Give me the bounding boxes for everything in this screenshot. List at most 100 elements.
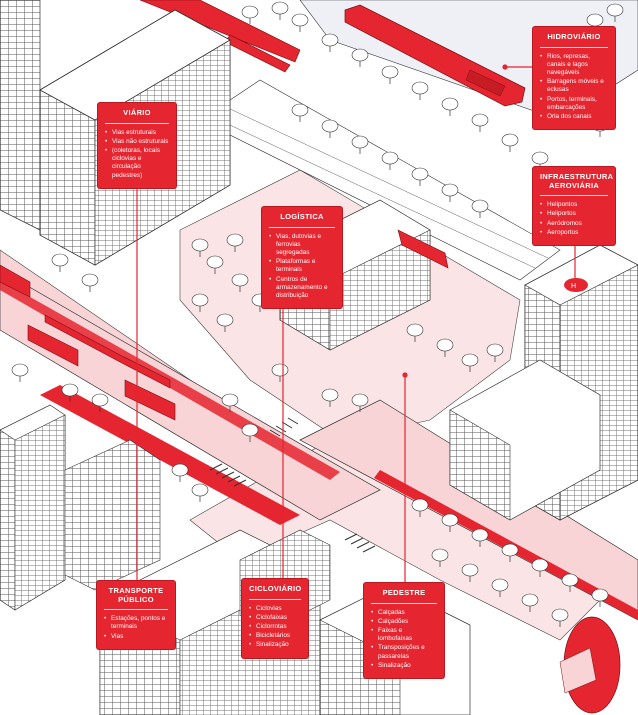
list-item: Portos, terminais, embarcações xyxy=(540,96,608,112)
card-list: Calçadas Calçadões Faixas e lombofaixas … xyxy=(371,609,437,671)
tree xyxy=(321,119,339,133)
tree xyxy=(241,5,259,19)
card-cicloviario: CICLOVIÁRIO Ciclovias Ciclofaixas Ciclor… xyxy=(242,579,308,658)
card-logistica: LOGÍSTICA Vias, dutovias e ferrovias seg… xyxy=(262,207,342,309)
list-item: Sinalização xyxy=(249,641,301,649)
tree xyxy=(351,135,369,149)
list-item: Calçadas xyxy=(371,609,437,617)
tree xyxy=(241,423,259,437)
list-item: Ciclovias xyxy=(249,605,301,613)
list-item: Sinalização xyxy=(371,662,437,670)
tree xyxy=(221,393,239,407)
tree xyxy=(91,393,109,407)
card-list: Estações, pontos e terminais Vias xyxy=(104,615,168,641)
building-right-low xyxy=(449,359,601,521)
building-right xyxy=(524,244,638,521)
card-list: Ciclovias Ciclofaixas Ciclorrotas Bicicl… xyxy=(249,605,301,650)
tree xyxy=(471,113,489,127)
card-list: Vias estruturais Vias não estruturais (c… xyxy=(105,129,169,180)
list-item: Transposições e passarelas xyxy=(371,644,437,660)
card-title: VIÁRIO xyxy=(105,108,169,124)
list-item: Vias, dutovias e ferrovias segregadas xyxy=(269,233,335,258)
card-pedestre: PEDESTRE Calçadas Calçadões Faixas e lom… xyxy=(364,583,444,678)
tree xyxy=(436,338,454,352)
list-item: Plataformas e terminais xyxy=(269,258,335,274)
tree xyxy=(531,151,549,165)
list-item: Calçadões xyxy=(371,618,437,626)
tree xyxy=(351,393,369,407)
tree xyxy=(491,578,509,592)
tree xyxy=(591,588,609,602)
tree xyxy=(586,13,604,27)
list-item: Faixas e lombofaixas xyxy=(371,627,437,643)
list-item: Orla dos canais xyxy=(540,113,608,121)
tree xyxy=(501,543,519,557)
tree xyxy=(226,233,244,247)
list-item: Vias não estruturais xyxy=(105,138,169,146)
tree xyxy=(471,528,489,542)
list-item: Vias estruturais xyxy=(105,129,169,137)
card-aeroviaria: INFRAESTRUTURA AEROVIÁRIA Helipontos Hel… xyxy=(533,167,615,245)
tree xyxy=(11,363,29,377)
tree xyxy=(441,97,459,111)
tree xyxy=(231,273,249,287)
tree xyxy=(381,65,399,79)
building-top-left xyxy=(0,0,41,231)
tree xyxy=(471,199,489,213)
card-title: HIDROVIÁRIO xyxy=(540,32,608,48)
tree xyxy=(271,363,289,377)
tree xyxy=(441,513,459,527)
tree xyxy=(411,81,429,95)
tree xyxy=(561,573,579,587)
card-list: Rios, represas, canais e lagos navegávei… xyxy=(540,53,608,122)
card-title: LOGÍSTICA xyxy=(269,212,335,228)
truck xyxy=(397,229,449,269)
list-item: Helipontos xyxy=(540,201,608,209)
card-title: TRANSPORTE PÚBLICO xyxy=(104,586,168,611)
list-item: Estações, pontos e terminais xyxy=(104,615,168,631)
tree xyxy=(531,558,549,572)
card-hidroviario: HIDROVIÁRIO Rios, represas, canais e lag… xyxy=(533,27,615,130)
tree xyxy=(216,313,234,327)
card-list: Helipontos Heliportos Aeródromos Aeropor… xyxy=(540,201,608,237)
card-viario: VIÁRIO Vias estruturais Vias não estrutu… xyxy=(98,103,176,188)
tree xyxy=(606,3,624,17)
list-item: Heliportos xyxy=(540,210,608,218)
tree xyxy=(291,13,309,27)
tree xyxy=(206,255,224,269)
tree xyxy=(411,167,429,181)
svg-text:H: H xyxy=(571,283,576,290)
tree xyxy=(51,253,69,267)
building-bottom-left xyxy=(0,404,161,611)
tree xyxy=(381,151,399,165)
tree xyxy=(191,293,209,307)
card-title: CICLOVIÁRIO xyxy=(249,584,301,600)
tree xyxy=(61,383,79,397)
tree xyxy=(406,323,424,337)
tree xyxy=(501,133,519,147)
tree xyxy=(81,273,99,287)
list-item: (coletoras, locais ciclovias e circulaçã… xyxy=(105,147,169,180)
card-transporte-publico: TRANSPORTE PÚBLICO Estações, pontos e te… xyxy=(97,581,175,649)
tree xyxy=(271,1,289,15)
tree xyxy=(291,103,309,117)
tree xyxy=(411,498,429,512)
tree xyxy=(191,483,209,497)
crosswalks xyxy=(209,417,376,553)
tree xyxy=(191,238,209,252)
tree xyxy=(551,608,569,622)
list-item: Vias xyxy=(104,633,168,641)
list-item: Ciclorrotas xyxy=(249,623,301,631)
list-item: Rios, represas, canais e lagos navegávei… xyxy=(540,53,608,78)
tree xyxy=(521,593,539,607)
list-item: Aeródromos xyxy=(540,220,608,228)
tree xyxy=(321,33,339,47)
tree xyxy=(461,563,479,577)
list-item: Bicicletários xyxy=(249,632,301,640)
bus-lane xyxy=(40,385,300,525)
heliport: H xyxy=(564,278,588,292)
card-list: Vias, dutovias e ferrovias segregadas Pl… xyxy=(269,233,335,301)
tree xyxy=(171,463,189,477)
tree xyxy=(441,183,459,197)
list-item: Barragens móveis e eclusas xyxy=(540,78,608,94)
